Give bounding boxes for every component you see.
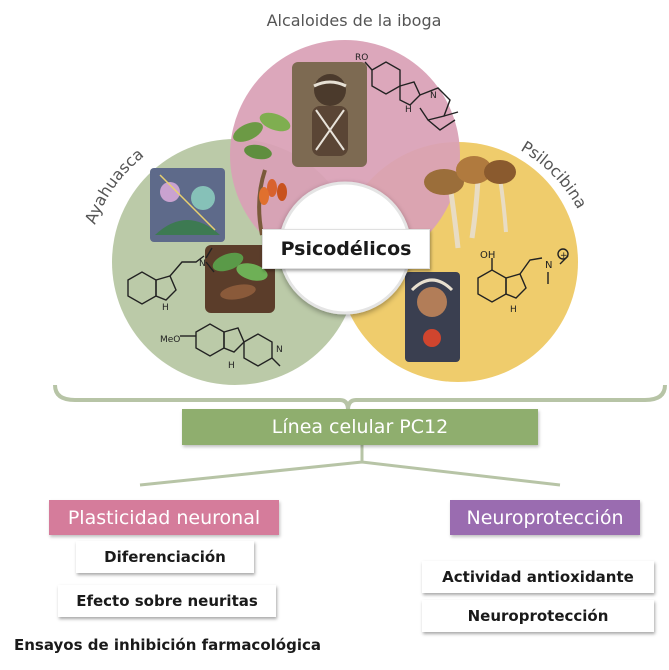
harmine-h-label: H bbox=[228, 361, 235, 371]
ayahuasca-leaves-picture bbox=[205, 245, 275, 313]
psilo-oh-label: OH bbox=[480, 250, 495, 261]
shaman-woman-picture bbox=[405, 272, 460, 362]
plasticity-item-differentiation: Diferenciación bbox=[76, 541, 254, 573]
psilo-h-label: H bbox=[510, 305, 517, 315]
ayahuasca-shaman-picture bbox=[150, 168, 225, 242]
harmine-n-label: N bbox=[276, 345, 283, 355]
iboga-plant-picture bbox=[233, 112, 291, 236]
top-bracket bbox=[53, 384, 667, 411]
dmt-n-label: N bbox=[199, 259, 206, 269]
psilo-plus-label: + bbox=[560, 251, 568, 261]
center-label: Psicodélicos bbox=[262, 229, 430, 269]
iboga-n-label: N bbox=[430, 91, 437, 101]
neuroprotection-item-antioxidant: Actividad antioxidante bbox=[422, 561, 654, 593]
iboga-h-label: H bbox=[405, 105, 412, 115]
plasticity-header: Plasticidad neuronal bbox=[49, 500, 279, 535]
footer-label: Ensayos de inhibición farmacológica bbox=[14, 636, 321, 654]
dmt-molecule bbox=[127, 247, 215, 305]
dmt-h-label: H bbox=[162, 303, 169, 313]
cell-line-bar: Línea celular PC12 bbox=[182, 409, 538, 445]
harmine-molecule bbox=[180, 323, 281, 367]
ibogaine-molecule bbox=[364, 61, 459, 131]
label-iboga: Alcaloides de la iboga bbox=[267, 11, 442, 30]
harmine-meo-label: MeO bbox=[160, 335, 180, 345]
neuroprotection-header: Neuroprotección bbox=[450, 500, 640, 535]
plasticity-item-neurites: Efecto sobre neuritas bbox=[58, 585, 276, 617]
iboga-figure-picture bbox=[292, 62, 367, 167]
neuroprotection-item-neuroprotection: Neuroprotección bbox=[422, 600, 654, 632]
branch-connector bbox=[139, 445, 561, 487]
psilo-n-label: N bbox=[545, 260, 552, 271]
psilocin-molecule bbox=[477, 248, 569, 303]
iboga-ro-label: RO bbox=[355, 53, 368, 63]
mushrooms-picture bbox=[424, 156, 516, 249]
